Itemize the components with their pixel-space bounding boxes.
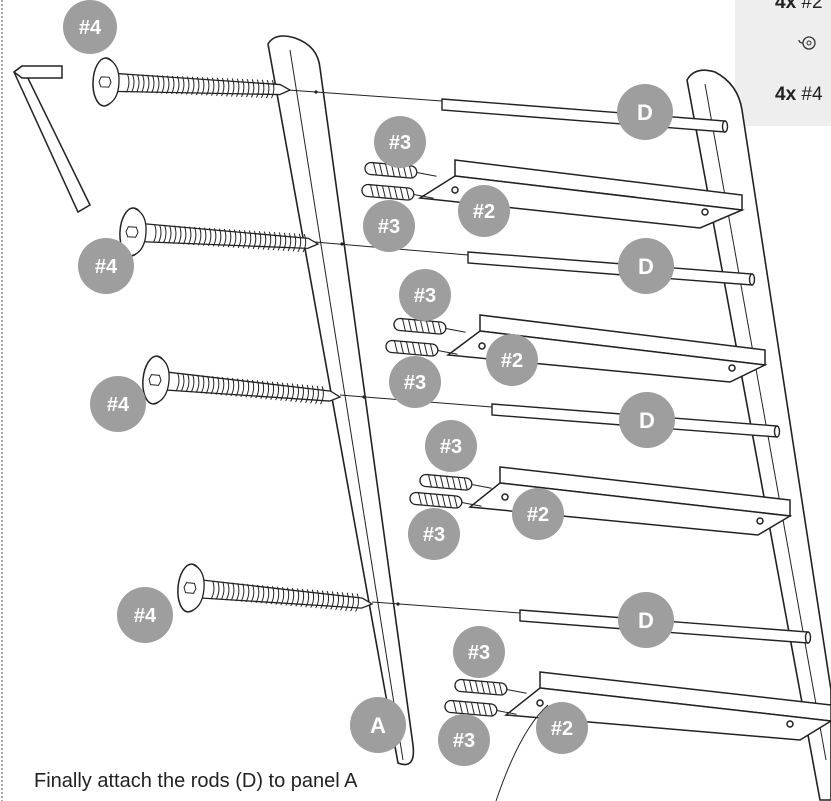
allen-key-icon — [12, 64, 91, 214]
badge-dowel-1: #3 — [374, 116, 426, 168]
screws — [92, 57, 374, 613]
dowel-icon — [361, 183, 434, 201]
badge-dowel-5: #3 — [425, 420, 477, 472]
screw-icon — [142, 355, 342, 405]
badge-dowel-4: #3 — [389, 356, 441, 408]
rod-d-2 — [467, 251, 756, 286]
badge-dowel-3: #3 — [399, 269, 451, 321]
badge-screw-1-label: #4 — [79, 17, 102, 39]
rod-d-1 — [441, 98, 729, 133]
badge-cam-1-label: #2 — [473, 201, 495, 223]
dowel-icon — [454, 678, 527, 696]
badge-rod-1: D — [617, 84, 673, 140]
screw-icon — [177, 563, 374, 613]
dowel-icon — [409, 491, 482, 509]
parts-code-1: #2 — [801, 0, 823, 13]
instruction-caption: Finally attach the rods (D) to panel A — [34, 770, 358, 792]
badge-screw-3-label: #4 — [107, 394, 130, 416]
hole-dots — [314, 90, 400, 606]
screw-icon — [119, 207, 320, 257]
badge-cam-3: #2 — [512, 488, 564, 540]
badge-dowel-6-label: #3 — [423, 524, 445, 546]
badge-rod-3: D — [619, 392, 675, 448]
parts-list-panel: 4x #2 4x #4 — [735, 0, 831, 126]
badge-panel-a-label: A — [370, 713, 386, 738]
badge-screw-2: #4 — [78, 238, 134, 294]
badge-cam-2-label: #2 — [501, 350, 523, 372]
badge-screw-2-label: #4 — [95, 256, 118, 278]
badge-screw-4: #4 — [117, 587, 173, 643]
cam-lock-icon — [797, 34, 819, 58]
panel-a — [267, 35, 415, 766]
badge-dowel-5-label: #3 — [440, 436, 462, 458]
dowel-icon — [393, 317, 466, 335]
badge-rod-2-label: D — [638, 254, 654, 279]
badge-rod-4-label: D — [638, 608, 654, 633]
badge-rod-4: D — [618, 592, 674, 648]
dowel-icon — [419, 473, 492, 491]
badge-dowel-2-label: #3 — [378, 216, 400, 238]
badge-screw-3: #4 — [90, 376, 146, 432]
parts-line-1: 4x #2 — [775, 0, 823, 14]
leader-line — [495, 704, 549, 801]
badge-rod-1-label: D — [637, 100, 653, 125]
dowel-icon — [444, 699, 517, 717]
parts-qty-2: 4x — [775, 84, 797, 105]
badge-rod-2: D — [618, 238, 674, 294]
badge-panel-a: A — [350, 697, 406, 753]
badge-dowel-8: #3 — [438, 714, 490, 766]
parts-code-2: #4 — [801, 84, 823, 105]
badge-cam-1: #2 — [458, 185, 510, 237]
badge-dowel-7: #3 — [453, 626, 505, 678]
badge-dowel-6: #3 — [408, 508, 460, 560]
parts-line-2: 4x #4 — [775, 84, 823, 106]
badge-dowel-7-label: #3 — [468, 642, 490, 664]
badge-dowel-2: #3 — [363, 200, 415, 252]
parts-qty-1: 4x — [775, 0, 797, 13]
badge-dowel-1-label: #3 — [389, 132, 411, 154]
screw-icon — [92, 57, 292, 107]
badge-cam-4-label: #2 — [551, 718, 573, 740]
badge-dowel-4-label: #3 — [404, 372, 426, 394]
badge-screw-4-label: #4 — [134, 605, 157, 627]
dowel-icon — [385, 339, 458, 357]
badge-rod-3-label: D — [639, 408, 655, 433]
badge-cam-4: #2 — [536, 702, 588, 754]
badge-dowel-3-label: #3 — [414, 285, 436, 307]
shelf-1 — [417, 159, 745, 229]
badge-screw-1: #4 — [63, 0, 117, 54]
shelf-4 — [504, 671, 831, 741]
badge-dowel-8-label: #3 — [453, 730, 475, 752]
badge-cam-2: #2 — [486, 334, 538, 386]
badge-cam-3-label: #2 — [527, 504, 549, 526]
